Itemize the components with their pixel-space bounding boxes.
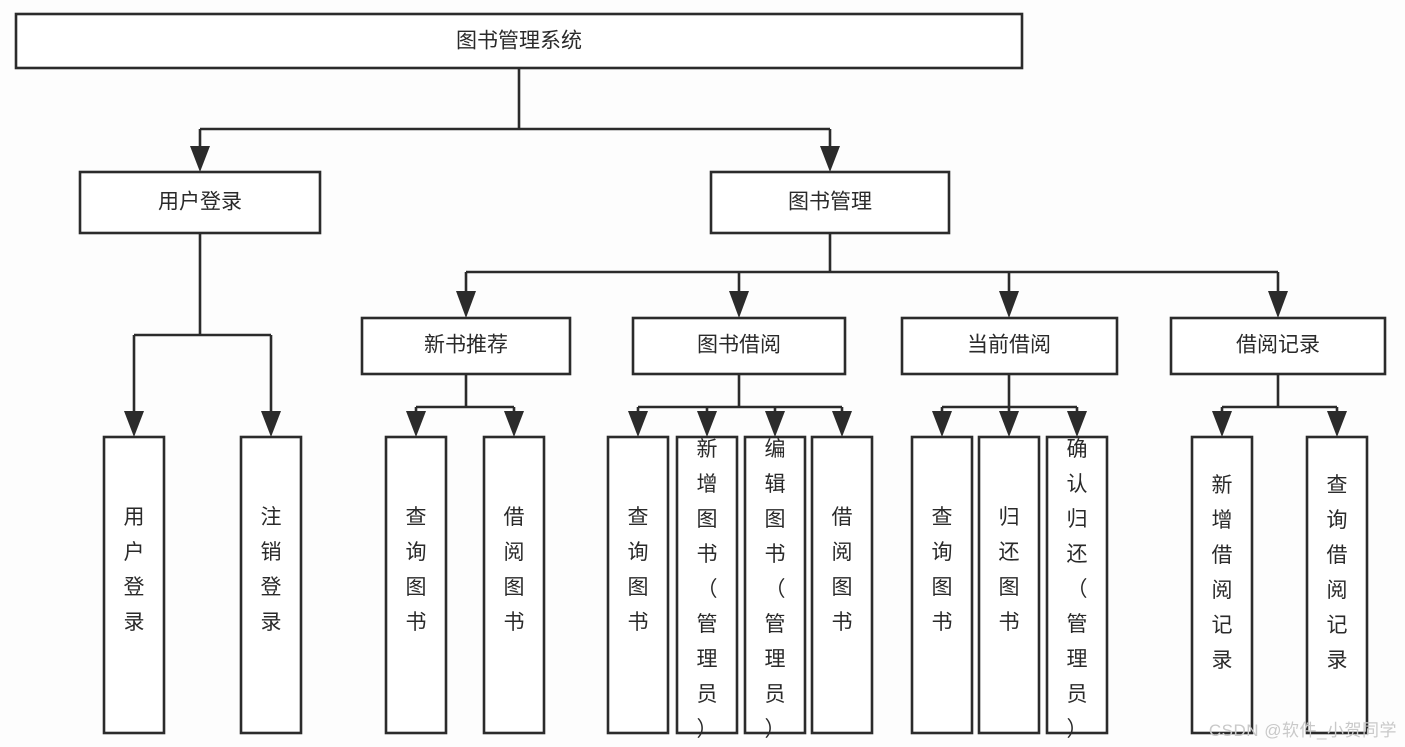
node-current-borrow[interactable]: 当前借阅 [900,316,1119,376]
node-leaf-borrow-2-box[interactable] [675,435,739,735]
arrow-to-cur-3 [1067,411,1087,437]
arrow-to-user-login [190,146,210,172]
node-leaf-cur-3[interactable]: 确认归还（管理员） [1045,435,1109,741]
arrow-to-login-1 [124,411,144,437]
node-leaf-borrow-4[interactable]: 借阅图书 [810,435,874,735]
node-current-borrow-label: 当前借阅 [967,334,1051,357]
node-leaf-rec-2-box[interactable] [482,435,546,735]
node-book-borrow-box[interactable] [631,316,847,376]
node-leaf-borrow-1[interactable]: 查询图书 [606,435,670,735]
node-new-book-rec-label: 新书推荐 [424,334,508,357]
node-root-box[interactable] [14,12,1024,70]
arrow-to-borrow-4 [832,411,852,437]
node-leaf-cur-3-box[interactable] [1045,435,1109,735]
node-leaf-borrow-4-label: 借阅图书 [832,506,853,634]
node-leaf-borrow-3[interactable]: 编辑图书（管理员） [743,435,807,741]
arrow-to-borrow-2 [697,411,717,437]
node-leaf-borrow-3-box[interactable] [743,435,807,735]
arrow-to-borrow-3 [765,411,785,437]
arrow-to-borrow-record [1268,291,1288,318]
node-book-borrow-label: 图书借阅 [697,334,781,357]
node-new-book-rec-box[interactable] [360,316,572,376]
arrow-to-rec-2 [504,411,524,437]
node-leaf-login-1-label: 用户登录 [124,506,145,634]
node-leaf-rprec-2-box[interactable] [1305,435,1369,735]
node-leaf-borrow-2[interactable]: 新增图书（管理员） [675,435,739,741]
node-root-label: 图书管理系统 [456,30,582,53]
arrow-to-current-borrow [999,291,1019,318]
arrow-to-rec-1 [406,411,426,437]
node-leaf-cur-2-box[interactable] [977,435,1041,735]
edges-group [124,68,1347,437]
node-new-book-rec[interactable]: 新书推荐 [360,316,572,376]
node-leaf-rec-2-label: 借阅图书 [504,506,525,634]
node-borrow-record-label: 借阅记录 [1236,334,1320,357]
arrow-to-rprec-1 [1212,411,1232,437]
node-book-manage-label: 图书管理 [788,191,872,214]
node-leaf-rprec-2-label: 查询借阅记录 [1327,474,1348,672]
node-user-login[interactable]: 用户登录 [78,170,322,235]
node-borrow-record[interactable]: 借阅记录 [1169,316,1387,376]
node-leaf-borrow-1-label: 查询图书 [628,506,649,634]
node-borrow-record-box[interactable] [1169,316,1387,376]
node-book-borrow[interactable]: 图书借阅 [631,316,847,376]
node-leaf-cur-2[interactable]: 归还图书 [977,435,1041,735]
node-leaf-cur-1[interactable]: 查询图书 [910,435,974,735]
node-leaf-cur-1-box[interactable] [910,435,974,735]
node-user-login-box[interactable] [78,170,322,235]
node-leaf-rprec-1-box[interactable] [1190,435,1254,735]
arrow-to-book-manage [820,146,840,172]
node-leaf-rec-1-box[interactable] [384,435,448,735]
arrow-to-borrow-1 [628,411,648,437]
node-leaf-rec-2[interactable]: 借阅图书 [482,435,546,735]
arrow-to-rprec-2 [1327,411,1347,437]
node-user-login-label: 用户登录 [158,191,242,214]
node-leaf-cur-2-label: 归还图书 [999,506,1020,634]
node-leaf-borrow-3-label: 编辑图书（管理员） [765,438,786,741]
node-book-manage-box[interactable] [709,170,951,235]
node-leaf-cur-1-label: 查询图书 [932,506,953,634]
arrow-to-cur-1 [932,411,952,437]
arrow-to-login-2 [261,411,281,437]
node-root[interactable]: 图书管理系统 [14,12,1024,70]
node-leaf-rprec-2[interactable]: 查询借阅记录 [1305,435,1369,735]
node-leaf-rprec-1-label: 新增借阅记录 [1212,474,1233,672]
node-leaf-borrow-4-box[interactable] [810,435,874,735]
node-leaf-rprec-1[interactable]: 新增借阅记录 [1190,435,1254,735]
node-leaf-cur-3-label: 确认归还（管理员） [1067,438,1088,741]
arrow-to-cur-2 [999,411,1019,437]
node-leaf-login-2[interactable]: 注销登录 [239,435,303,735]
node-leaf-login-2-box[interactable] [239,435,303,735]
node-leaf-borrow-2-label: 新增图书（管理员） [697,438,718,741]
node-leaf-login-1[interactable]: 用户登录 [102,435,166,735]
node-leaf-login-2-label: 注销登录 [261,506,282,634]
arrow-to-book-borrow [729,291,749,318]
node-current-borrow-box[interactable] [900,316,1119,376]
node-leaf-rec-1[interactable]: 查询图书 [384,435,448,735]
node-leaf-borrow-1-box[interactable] [606,435,670,735]
node-book-manage[interactable]: 图书管理 [709,170,951,235]
arrow-to-new-book-rec [456,291,476,318]
node-leaf-login-1-box[interactable] [102,435,166,735]
node-leaf-rec-1-label: 查询图书 [406,506,427,634]
